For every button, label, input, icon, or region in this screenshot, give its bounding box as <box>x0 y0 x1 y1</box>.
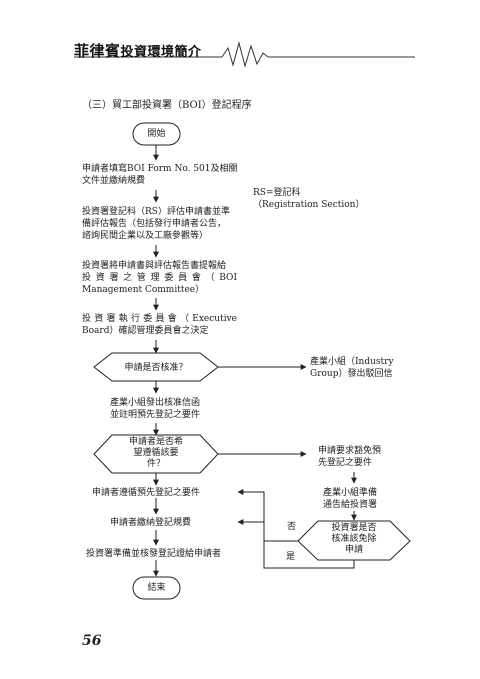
issue-cert-text: 投資署準備並核發登記證給申請者 <box>86 549 222 559</box>
header-title-main: 菲律賓 <box>74 42 121 60</box>
group-prepare-line2: 通告給投資署 <box>323 500 378 510</box>
header-title-sub: 投資環境簡介 <box>120 45 202 60</box>
rs-note-line2: （Registration Section） <box>253 200 365 210</box>
step1-line1: 申請者填寫BOI Form No. 501及相關 <box>82 164 238 174</box>
decision3-line3: 申請 <box>344 545 363 555</box>
decision3-label: 投資署是否 核准該免除 申請 <box>318 523 390 556</box>
step4-line2: Board）確認管理委員會之決定 <box>82 326 209 336</box>
exempt-request-line2: 先登記之要件 <box>318 458 373 468</box>
step5-line1: 產業小組發出核准信函 <box>110 398 201 408</box>
section-title: （三）貿工部投資署（BOI）登記程序 <box>82 100 252 111</box>
decision2-line2: 望遵循該要 <box>133 448 179 458</box>
step4-text: 投 資 署 執 行 委 員 會 （ Executive Board）確認管理委員… <box>82 313 237 337</box>
step2-text: 投資署登記科（RS）評估申請書並準 備評估報告（包括發行申請者公告， 諮詢民間企… <box>82 206 237 242</box>
step3-line3: Management Committee） <box>82 285 205 295</box>
reject-text: 產業小組（Industry Group）發出駁回信 <box>310 356 420 380</box>
rs-note-line1: RS=登記科 <box>253 188 301 198</box>
decision2-line3: 件？ <box>146 459 165 469</box>
step1-line2: 文件並繳納規費 <box>82 176 146 186</box>
group-prepare-line1: 產業小組準備 <box>323 488 378 498</box>
rs-note: RS=登記科 （Registration Section） <box>253 187 383 211</box>
decision2-label: 申請者是否希 望遵循該要 件？ <box>112 437 200 470</box>
arrow-decision3-yes-payfee <box>237 519 355 569</box>
no-label: 否 <box>287 522 297 532</box>
exempt-request-text: 申請要求豁免預 先登記之要件 <box>318 445 408 469</box>
reject-line2: Group）發出駁回信 <box>310 369 393 379</box>
arrow-decision3-no-comply <box>237 489 312 542</box>
step5-line2: 並註明預先登記之要件 <box>110 410 201 420</box>
step3-line2: 投 資 署 之 管 理 委 員 會 （ BOI <box>82 273 237 283</box>
exempt-request-line1: 申請要求豁免預 <box>318 446 382 456</box>
page-number: 56 <box>82 633 102 649</box>
decision1-shape <box>93 352 219 382</box>
decision2-shape <box>93 434 219 474</box>
end-label: 結束 <box>147 583 166 593</box>
reject-line1: 產業小組（Industry <box>310 357 394 367</box>
decision1-label: 申請是否核准？ <box>124 363 188 373</box>
step2-line1: 投資署登記科（RS）評估申請書並準 <box>82 207 230 217</box>
header-title: 菲律賓投資環境簡介 <box>74 40 202 61</box>
yes-label: 是 <box>286 552 296 562</box>
group-prepare-text: 產業小組準備 通告給投資署 <box>323 487 403 511</box>
pay-fee-text: 申請者繳納登記規費 <box>110 518 192 528</box>
decision2-line1: 申請者是否希 <box>128 437 183 447</box>
step2-line2: 備評估報告（包括發行申請者公告， <box>82 219 227 229</box>
start-label: 開始 <box>147 129 166 139</box>
decision3-line1: 投資署是否 <box>331 523 377 533</box>
step3-text: 投資署將申請書與評估報告書提報給 投 資 署 之 管 理 委 員 會 （ BOI… <box>82 260 237 296</box>
decision3-shape <box>297 520 411 561</box>
end-terminator <box>132 576 181 600</box>
step3-line1: 投資署將申請書與評估報告書提報給 <box>82 261 227 271</box>
step5-text: 產業小組發出核准信函 並註明預先登記之要件 <box>110 397 230 421</box>
step4-line1: 投 資 署 執 行 委 員 會 （ Executive <box>82 314 237 324</box>
header-divider <box>74 41 415 68</box>
decision3-line2: 核准該免除 <box>331 534 377 544</box>
comply-text: 申請者遵循預先登記之要件 <box>92 488 201 498</box>
step1-text: 申請者填寫BOI Form No. 501及相關 文件並繳納規費 <box>82 163 252 187</box>
step2-line3: 諮詢民間企業以及工廠參觀等） <box>82 231 209 241</box>
